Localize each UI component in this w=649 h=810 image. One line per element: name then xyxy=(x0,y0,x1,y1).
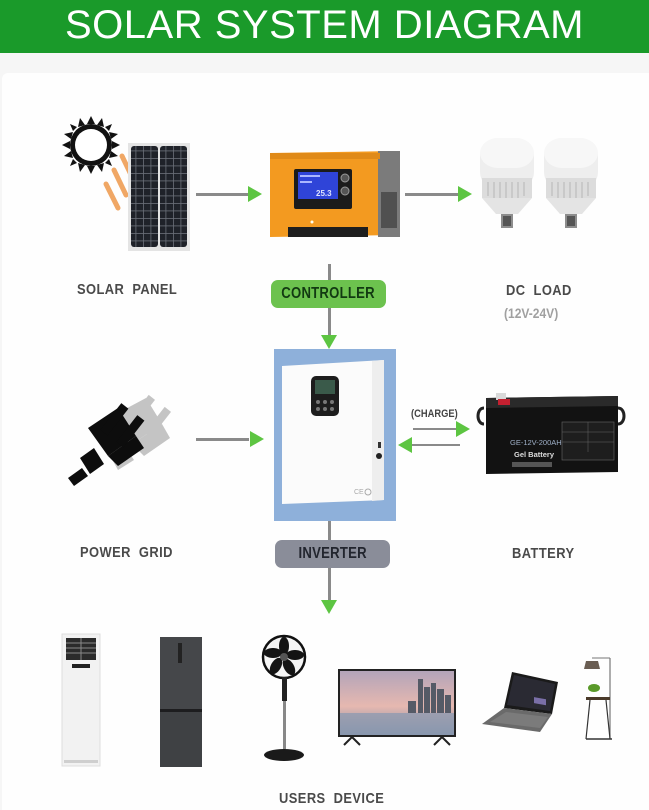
power-plug-icon xyxy=(68,394,172,486)
svg-text:CE: CE xyxy=(354,489,364,496)
connector-grid-to-inverter xyxy=(196,438,249,441)
arrow-right-icon xyxy=(250,431,264,447)
sun-icon xyxy=(62,116,120,174)
power-grid-label: POWER GRID xyxy=(80,544,173,561)
users-device-label: USERS DEVICE xyxy=(279,790,385,807)
connector-battery-to-inverter xyxy=(412,444,460,446)
arrow-down-icon xyxy=(321,335,337,349)
controller-label-pill: CONTROLLER xyxy=(271,280,386,308)
connector-inverter-to-battery xyxy=(413,428,457,430)
lamp-icon xyxy=(584,657,612,740)
arrow-down-icon xyxy=(321,600,337,614)
connector-controller-to-inverter xyxy=(328,308,331,336)
controller-screen-reading: 25.3 xyxy=(316,189,332,198)
inverter-label-pill: INVERTER xyxy=(275,540,390,568)
tv-icon xyxy=(338,669,456,746)
air-conditioner-icon xyxy=(61,633,101,767)
title-banner: SOLAR SYSTEM DIAGRAM xyxy=(0,0,649,53)
laptop-icon xyxy=(482,672,558,732)
connector-controller-up xyxy=(328,264,331,282)
inverter-icon: CE xyxy=(282,360,384,504)
battery-type: Gel Battery xyxy=(514,450,555,459)
dc-load-label: DC LOAD xyxy=(506,282,572,299)
arrow-right-icon xyxy=(458,186,472,202)
connector-panel-to-controller xyxy=(196,193,249,196)
charge-label: (CHARGE) xyxy=(411,408,458,420)
arrow-left-icon xyxy=(398,437,412,453)
inverter-label: INVERTER xyxy=(298,545,367,562)
controller-label: CONTROLLER xyxy=(281,285,376,302)
battery-model: GE-12V-200AH xyxy=(510,438,562,447)
solar-panel-icon xyxy=(128,143,190,251)
light-bulb-icon xyxy=(480,138,598,228)
battery-icon: GE-12V-200AH Gel Battery xyxy=(476,393,626,474)
connector-inverter-to-devices xyxy=(328,568,331,600)
fan-icon xyxy=(261,634,307,761)
connector-inverter-down xyxy=(328,521,331,541)
solar-panel-label: SOLAR PANEL xyxy=(77,281,178,298)
dc-load-voltage: (12V-24V) xyxy=(504,305,559,321)
arrow-right-icon xyxy=(248,186,262,202)
connector-controller-to-load xyxy=(405,193,459,196)
refrigerator-icon xyxy=(160,637,202,767)
diagram-title: SOLAR SYSTEM DIAGRAM xyxy=(65,3,584,47)
arrow-right-icon xyxy=(456,421,470,437)
charge-controller-icon: 25.3 xyxy=(270,151,400,237)
battery-label: BATTERY xyxy=(512,545,575,562)
